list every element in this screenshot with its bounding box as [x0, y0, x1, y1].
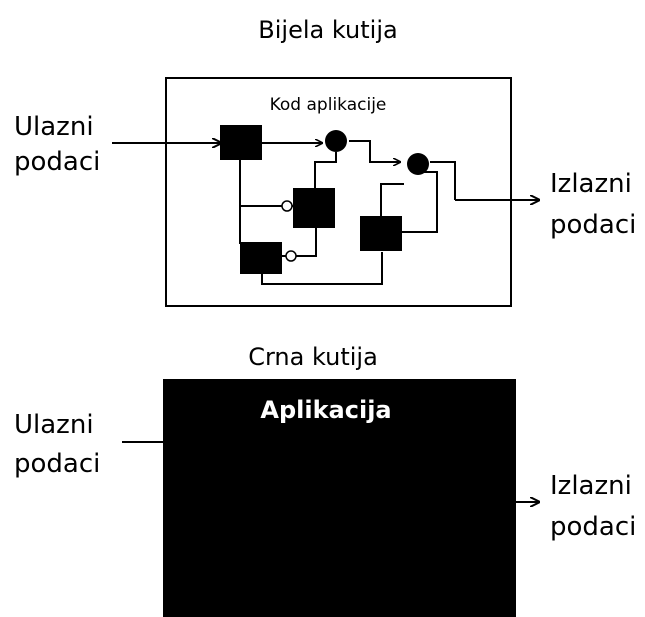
junction-node-2: [407, 153, 429, 175]
black-box-input-label-line2: podaci: [14, 449, 100, 479]
component-block-1: [220, 125, 262, 160]
black-box-title: Crna kutija: [248, 343, 378, 371]
white-box-section: Bijela kutija Kod aplikacije Ulazni poda…: [14, 16, 636, 307]
inverter-bubble-2: [285, 250, 297, 262]
black-box-inner-label: Aplikacija: [260, 396, 391, 424]
white-box-title: Bijela kutija: [258, 16, 397, 44]
white-box-input-label-line1: Ulazni: [14, 112, 94, 142]
circuit-wiring: [239, 141, 456, 285]
white-box-inner-label: Kod aplikacije: [270, 95, 387, 115]
white-box-frame: [165, 77, 512, 307]
black-box-input-label-line1: Ulazni: [14, 410, 94, 440]
junction-node-1: [325, 130, 347, 152]
inverter-bubble-1: [281, 200, 293, 212]
black-box-output-label-line1: Izlazni: [550, 471, 632, 501]
black-box-section: Crna kutija Aplikacija Ulazni podaci Izl…: [14, 343, 636, 617]
black-box-output-label-line2: podaci: [550, 512, 636, 542]
black-box-frame: [163, 379, 516, 617]
component-block-4: [360, 216, 402, 251]
white-box-output-label-line1: Izlazni: [550, 169, 632, 199]
component-block-3: [240, 242, 282, 274]
white-box-output-label-line2: podaci: [550, 210, 636, 240]
white-box-input-label-line2: podaci: [14, 147, 100, 177]
component-block-2: [293, 188, 335, 228]
